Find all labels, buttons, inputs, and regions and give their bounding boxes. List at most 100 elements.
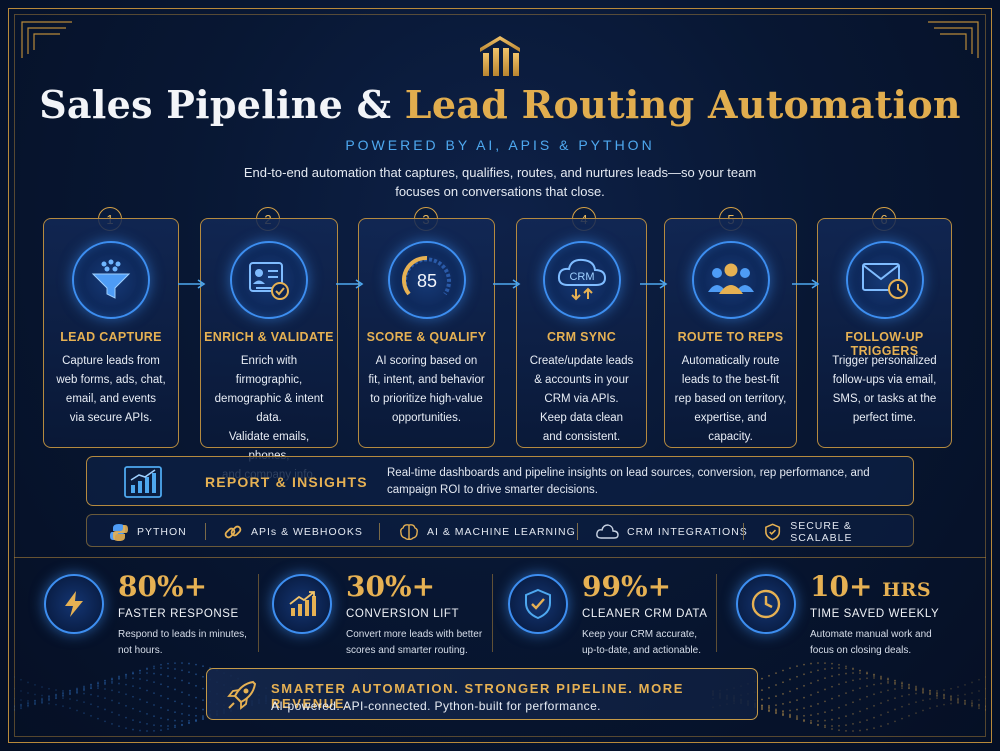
decorative-dot <box>922 692 924 694</box>
decorative-dot <box>824 688 826 691</box>
decorative-dot <box>943 693 945 696</box>
decorative-dot <box>181 662 183 664</box>
profile-check-icon <box>230 241 308 319</box>
decorative-dot <box>852 713 854 715</box>
decorative-dot <box>188 721 190 724</box>
decorative-dot <box>97 687 99 690</box>
decorative-dot <box>20 707 22 710</box>
decorative-dot <box>803 663 805 666</box>
decorative-dot <box>62 694 64 697</box>
tech-label: APIs & WEBHOOKS <box>251 525 363 538</box>
decorative-dot <box>181 723 183 726</box>
decorative-dot <box>908 693 910 696</box>
decorative-dot <box>188 662 190 665</box>
decorative-dot <box>887 682 889 684</box>
decorative-dot <box>915 701 917 704</box>
tech-item-secure: SECURE & SCALABLE <box>763 515 913 548</box>
decorative-dot <box>761 677 763 680</box>
decorative-dot <box>27 704 29 707</box>
decorative-dot <box>14 687 15 690</box>
decorative-dot <box>160 663 162 666</box>
decorative-dot <box>34 699 36 702</box>
decorative-dot <box>69 693 71 696</box>
decorative-dot <box>915 688 917 690</box>
tech-label: SECURE & SCALABLE <box>790 519 853 544</box>
decorative-dot <box>866 672 868 675</box>
decorative-dot <box>817 679 819 682</box>
decorative-dot <box>852 679 854 682</box>
decorative-dot <box>880 691 882 694</box>
decorative-dot <box>41 702 43 704</box>
decorative-dot <box>838 724 840 727</box>
decorative-dot <box>887 680 889 683</box>
decorative-dot <box>880 714 882 716</box>
decorative-dot <box>90 714 92 717</box>
decorative-dot <box>132 677 134 680</box>
decorative-dot <box>111 723 113 725</box>
decorative-dot <box>34 703 36 706</box>
decorative-dot <box>985 705 986 708</box>
decorative-dot <box>181 724 183 727</box>
decorative-dot <box>55 693 57 696</box>
decorative-dot <box>118 682 120 685</box>
decorative-dot <box>27 681 29 684</box>
decorative-dot <box>789 709 791 712</box>
stat-label: TIME SAVED WEEKLY <box>810 608 940 620</box>
decorative-dot <box>964 703 966 706</box>
decorative-dot <box>971 704 973 707</box>
decorative-dot <box>160 667 162 669</box>
decorative-dot <box>14 705 15 707</box>
decorative-dot <box>48 687 50 690</box>
decorative-dot <box>20 690 22 692</box>
report-insights-panel: REPORT & INSIGHTS Real-time dashboards a… <box>86 456 914 506</box>
stat-value: 99%+ <box>582 570 672 603</box>
decorative-dot <box>132 695 134 698</box>
decorative-dot <box>195 696 197 699</box>
divider <box>743 523 744 540</box>
decorative-dot <box>817 724 819 727</box>
decorative-dot <box>97 705 99 708</box>
decorative-dot <box>202 699 204 701</box>
decorative-dot <box>34 693 36 696</box>
clock-icon <box>736 574 796 634</box>
decorative-dot <box>153 672 155 675</box>
decorative-dot <box>978 699 980 701</box>
decorative-dot <box>824 677 826 680</box>
decorative-dot <box>901 687 903 690</box>
decorative-dot <box>195 720 197 723</box>
decorative-dot <box>153 692 155 694</box>
decorative-dot <box>880 676 882 678</box>
decorative-dot <box>153 724 155 727</box>
decorative-dot <box>866 728 868 731</box>
decorative-dot <box>174 700 176 703</box>
decorative-dot <box>27 702 29 705</box>
decorative-dot <box>985 697 986 700</box>
decorative-dot <box>132 671 134 674</box>
decorative-dot <box>139 698 141 701</box>
decorative-dot <box>55 703 57 706</box>
decorative-dot <box>908 687 910 689</box>
arrow-right-icon <box>640 279 668 289</box>
decorative-dot <box>922 691 924 694</box>
decorative-dot <box>796 687 798 690</box>
decorative-dot <box>964 684 966 686</box>
decorative-dot <box>908 685 910 688</box>
decorative-dot <box>957 701 959 704</box>
decorative-dot <box>202 716 204 719</box>
decorative-dot <box>950 695 952 697</box>
step-card-lead-capture: LEAD CAPTURE Capture leads from web form… <box>43 218 179 448</box>
decorative-dot <box>146 668 148 671</box>
decorative-dot <box>922 687 924 690</box>
decorative-dot <box>167 709 169 711</box>
decorative-dot <box>97 682 99 685</box>
decorative-dot <box>62 692 64 695</box>
decorative-dot <box>55 689 57 691</box>
decorative-dot <box>62 692 64 695</box>
decorative-dot <box>908 687 910 689</box>
decorative-dot <box>27 692 29 694</box>
decorative-dot <box>901 684 903 687</box>
decorative-dot <box>146 713 148 715</box>
decorative-dot <box>859 669 861 672</box>
decorative-dot <box>873 683 875 686</box>
decorative-dot <box>768 709 770 712</box>
